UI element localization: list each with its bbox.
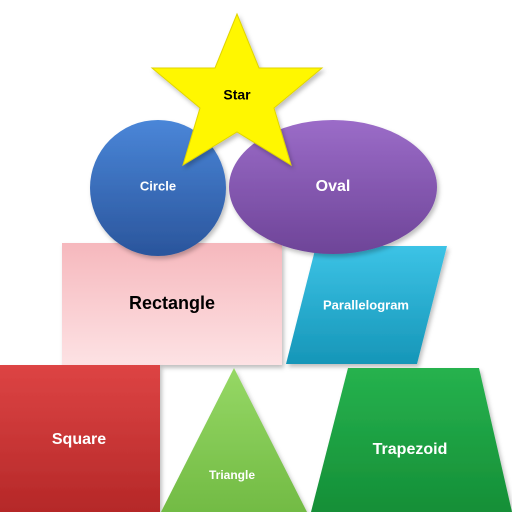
square-shape: Square — [0, 365, 160, 512]
triangle-shape: Triangle — [161, 368, 307, 512]
triangle-body — [161, 368, 307, 512]
parallelogram-shape: Parallelogram — [286, 246, 447, 364]
circle-label: Circle — [140, 178, 176, 193]
star-label: Star — [223, 87, 251, 103]
rectangle-shape: Rectangle — [62, 243, 282, 365]
star-shape: Star — [150, 12, 324, 167]
trapezoid-shape: Trapezoid — [311, 368, 512, 512]
oval-label: Oval — [316, 178, 351, 195]
rectangle-label: Rectangle — [129, 293, 215, 313]
trapezoid-body — [311, 368, 512, 512]
square-body — [0, 365, 160, 512]
triangle-label: Triangle — [209, 468, 255, 482]
rectangle-body — [62, 243, 282, 365]
parallelogram-body — [286, 246, 447, 364]
square-label: Square — [52, 431, 106, 448]
parallelogram-label: Parallelogram — [323, 297, 409, 312]
trapezoid-label: Trapezoid — [373, 441, 448, 458]
star-body — [150, 12, 324, 167]
